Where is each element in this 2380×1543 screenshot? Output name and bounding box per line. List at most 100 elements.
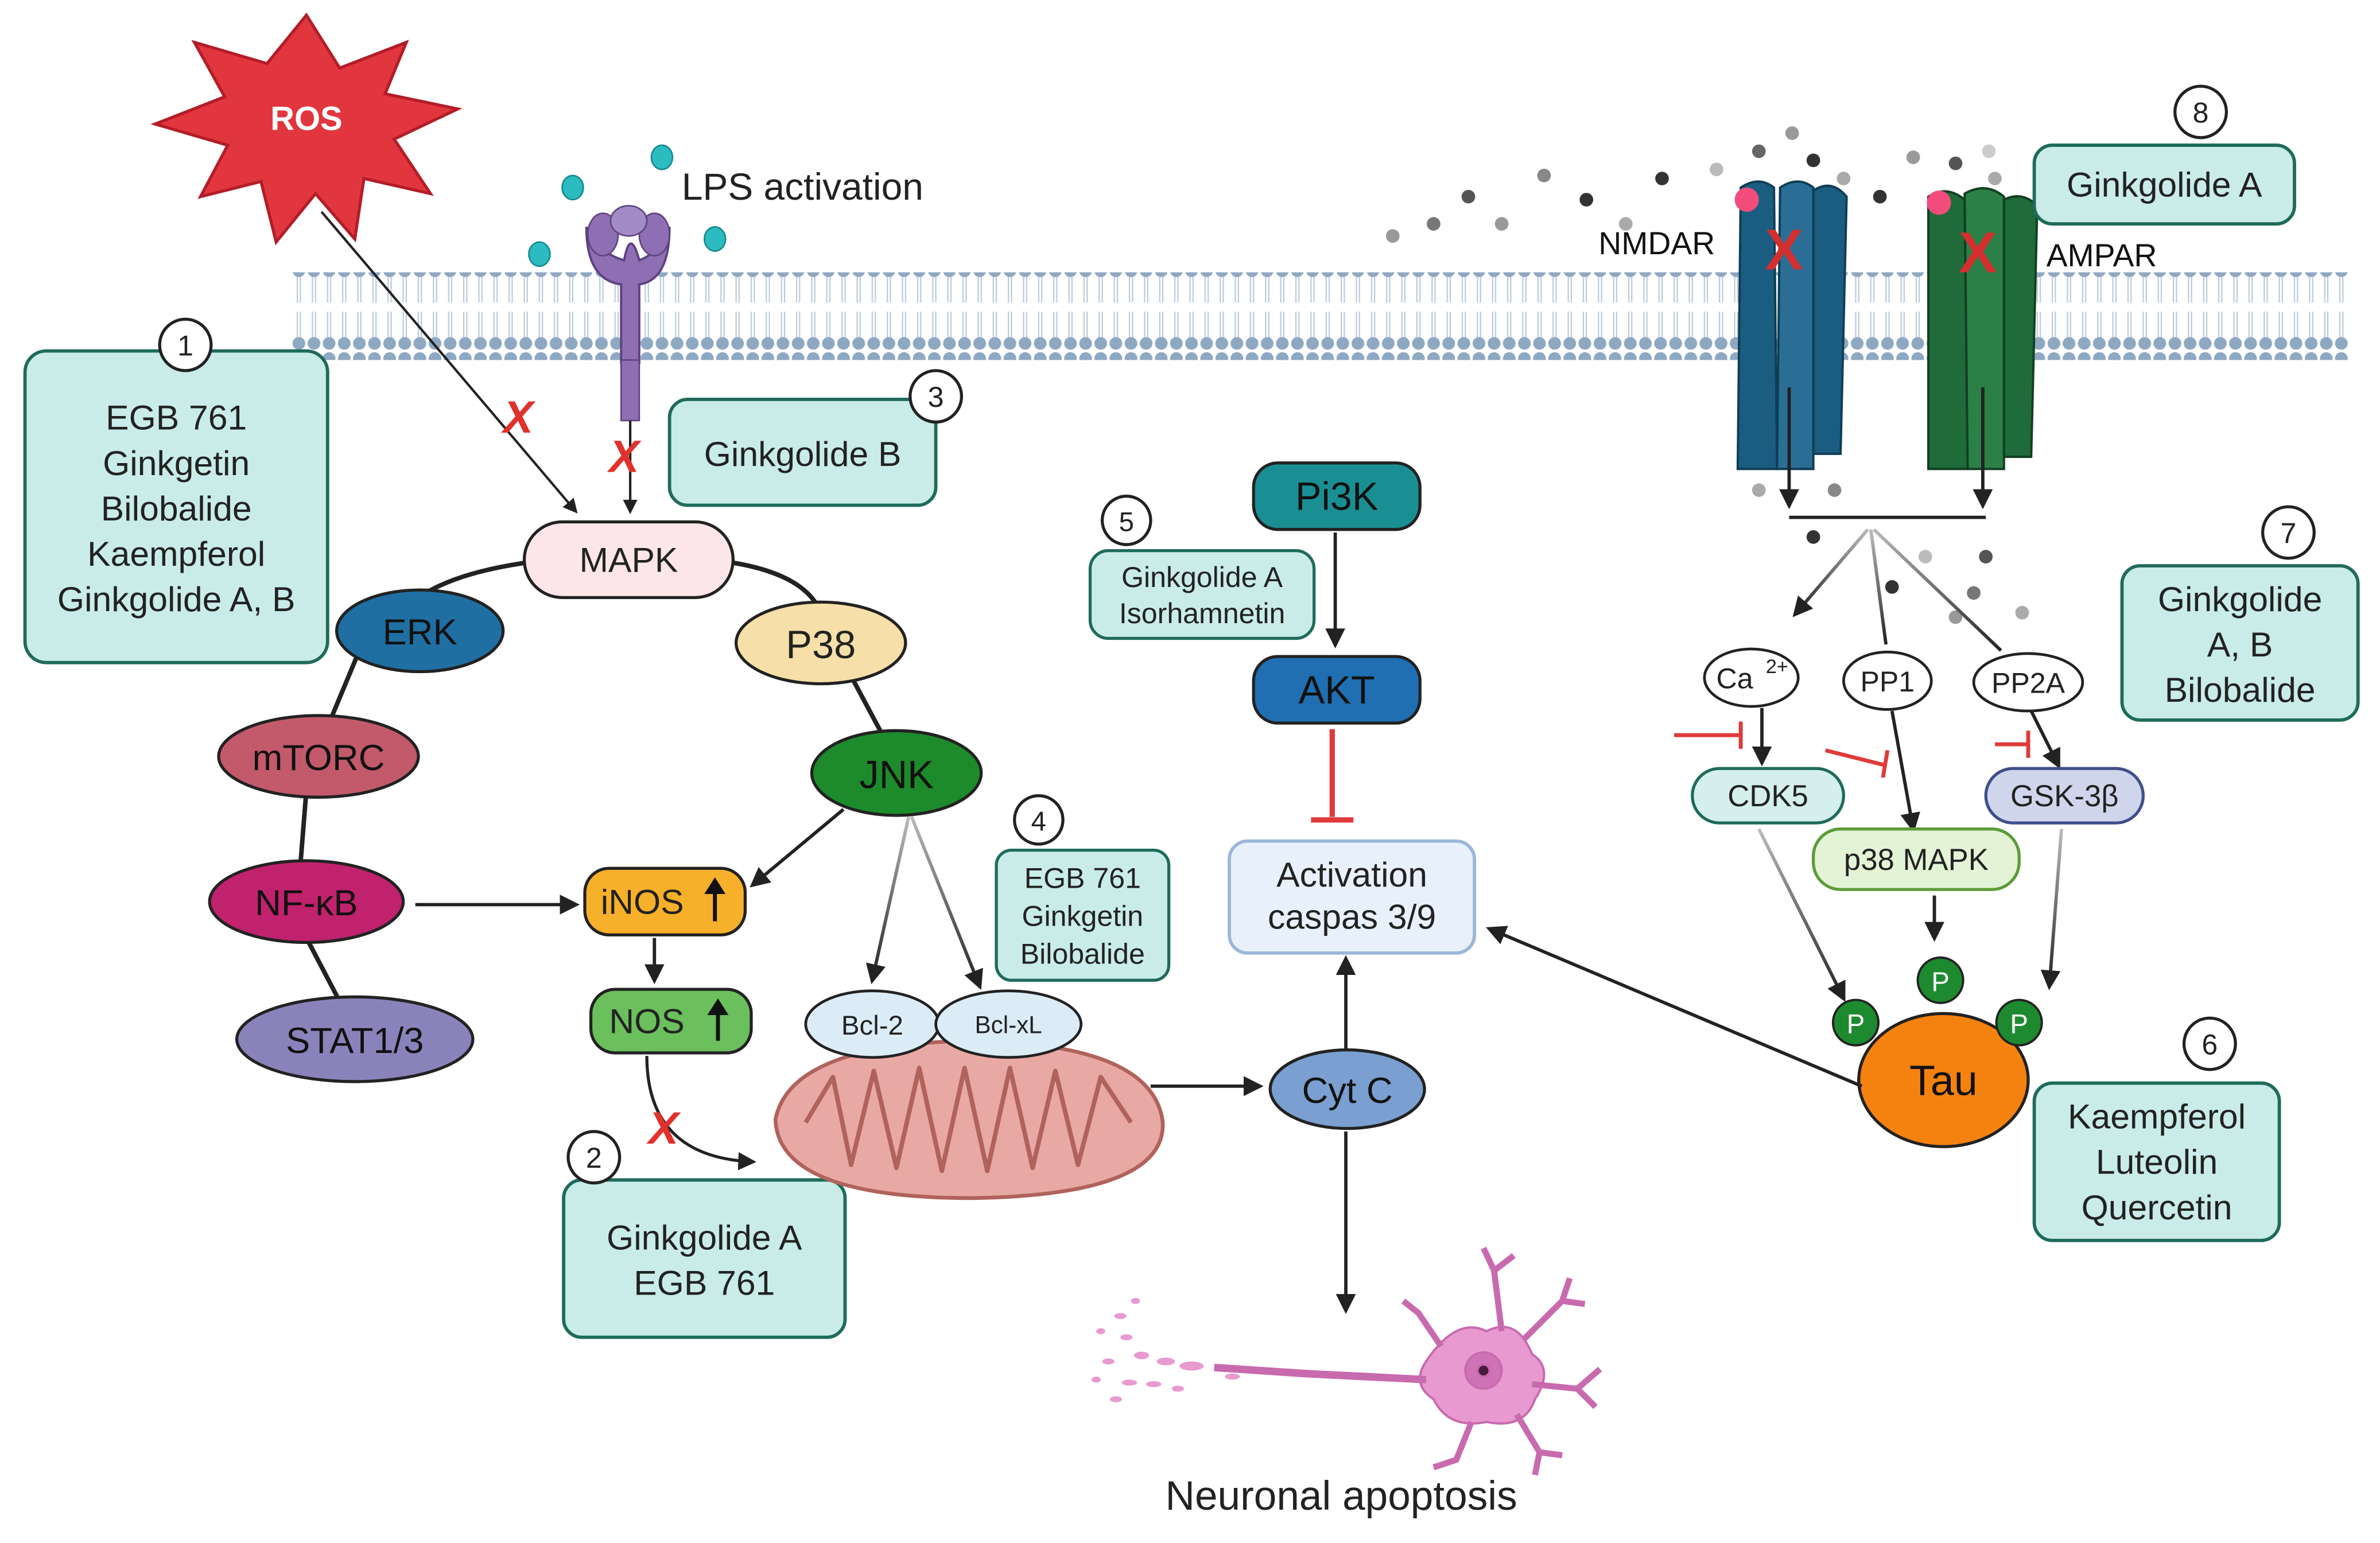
cytc-node: Cyt C — [1268, 1048, 1426, 1130]
ros-x-mark: X — [501, 391, 536, 442]
nfkb-label: NF-κB — [255, 883, 358, 923]
box-2-line-1: Ginkgolide A — [607, 1218, 802, 1257]
gsk-to-tau-arrow — [2040, 829, 2063, 990]
lps-molecules — [528, 144, 727, 267]
box-8: Ginkgolide A 8 — [2032, 84, 2296, 226]
box-2-number: 2 — [586, 1142, 602, 1174]
box-7-number-badge — [2261, 505, 2316, 560]
box-1-line-1: EGB 761 — [106, 398, 247, 437]
pp2a-label: PP2A — [1991, 667, 2065, 699]
pp1-node: PP1 — [1842, 650, 1933, 711]
pi3k-node: Pi3K — [1252, 461, 1422, 531]
bcl2-node: Bcl-2 — [804, 989, 941, 1059]
mapk-label: MAPK — [580, 541, 678, 580]
lps-x-mark: X — [607, 431, 642, 482]
box-4-line-2: Ginkgetin — [1022, 900, 1144, 932]
jnk-to-inos-arrow — [750, 808, 845, 888]
jnk-node: JNK — [810, 729, 983, 817]
box-2-line-2: EGB 761 — [634, 1264, 775, 1303]
box-7-line-2: A, B — [2207, 625, 2273, 664]
caspase-activation-node: Activation caspas 3/9 — [1228, 839, 1477, 955]
box-1-line-4: Kaempferol — [87, 534, 265, 573]
box-3-number-badge — [908, 369, 964, 424]
p38mapk-label: p38 MAPK — [1844, 843, 1989, 877]
phospho-label-top: P — [1931, 967, 1950, 997]
box-5-line-1: Ginkgolide A — [1121, 561, 1283, 593]
caspase-line-1: Activation — [1276, 855, 1427, 894]
receptor-output-lines — [1779, 387, 1993, 519]
gsk-label: GSK-3β — [2010, 779, 2119, 813]
p38-label: P38 — [786, 623, 856, 667]
ampar-ligand-dot — [1927, 191, 1951, 215]
ros-to-mapk-arrow — [320, 211, 578, 514]
ros-star: ROS — [150, 12, 463, 246]
inos-label: iNOS — [601, 882, 684, 921]
nos-up-arrow-icon — [707, 998, 729, 1041]
box-1-line-3: Bilobalide — [101, 489, 252, 528]
tau-label: Tau — [1909, 1057, 1978, 1105]
mtorc-label: mTORC — [253, 738, 385, 778]
pp2a-to-gsk-arrow — [2029, 710, 2060, 769]
signal-branch-arrows — [1792, 528, 2002, 652]
box-7-number: 7 — [2281, 517, 2297, 549]
bclxl-label: Bcl-xL — [975, 1012, 1042, 1039]
cell-membrane — [291, 272, 2349, 360]
box-8-number: 8 — [2193, 97, 2209, 129]
mitochondrion-icon — [773, 1039, 1165, 1200]
nos-to-mitochondria-arrow — [645, 1056, 756, 1171]
nmdar-ligand-dot — [1734, 187, 1759, 212]
box-3-line-1: Ginkgolide B — [704, 434, 902, 473]
box-1-number-badge — [158, 317, 213, 372]
box-4: EGB 761 Ginkgetin Bilobalide 4 — [995, 794, 1171, 982]
pi3k-label: Pi3K — [1295, 474, 1379, 518]
jnk-to-bcl2-arrow — [865, 816, 910, 985]
p38mapk-node: p38 MAPK — [1812, 827, 2021, 891]
tau-node: Tau P P P — [1831, 956, 2043, 1148]
box-8-line-1: Ginkgolide A — [2067, 165, 2262, 204]
box-7-line-3: Bilobalide — [2165, 670, 2316, 709]
neuron-icon — [1092, 1246, 1602, 1476]
calcium-label: Ca — [1717, 663, 1753, 695]
box-7-line-1: Ginkgolide — [2158, 580, 2322, 619]
gsk-node: GSK-3β — [1984, 767, 2145, 825]
pp1-to-p38mapk-arrow — [1890, 710, 1920, 833]
box-4-number: 4 — [1031, 806, 1046, 837]
box-4-number-badge — [1013, 794, 1065, 846]
phospho-badge-right — [1995, 998, 2043, 1047]
erk-node: ERK — [335, 588, 505, 674]
bclxl-node: Bcl-xL — [934, 989, 1083, 1059]
cdk5-label: CDK5 — [1727, 779, 1808, 813]
stat-label: STAT1/3 — [286, 1021, 424, 1061]
ampar-channel-icon: X — [1927, 187, 2039, 471]
inos-node: iNOS — [583, 866, 747, 936]
box-6: Kaempferol Luteolin Quercetin 6 — [2032, 1016, 2281, 1242]
akt-node: AKT — [1252, 655, 1422, 725]
box-6-line-3: Quercetin — [2082, 1188, 2233, 1227]
box-3: Ginkgolide B 3 — [667, 369, 964, 507]
lps-activation-label: LPS activation — [682, 165, 923, 208]
ampar-x-mark: X — [1959, 221, 1997, 285]
pp2a-node: PP2A — [1972, 652, 2084, 713]
calcium-superscript: 2+ — [1766, 656, 1788, 678]
box-4-line-3: Bilobalide — [1020, 938, 1145, 970]
neuronal-apoptosis-label: Neuronal apoptosis — [1166, 1474, 1517, 1519]
erk-label: ERK — [383, 612, 457, 652]
box-7: Ginkgolide A, B Bilobalide 7 — [2120, 505, 2360, 722]
jnk-label: JNK — [859, 752, 933, 796]
nos-x-mark: X — [646, 1102, 681, 1153]
box-5: Ginkgolide A Isorhamnetin 5 — [1088, 495, 1316, 640]
ampar-label: AMPAR — [2047, 238, 2157, 273]
box-6-number-badge — [2182, 1016, 2237, 1071]
box-2: Ginkgolide A EGB 761 2 — [562, 1130, 847, 1339]
inhibition-marks — [1674, 721, 2030, 778]
nfkb-node: NF-κB — [208, 859, 405, 945]
nmdar-channel-icon: X — [1734, 180, 1848, 471]
mapk-node: MAPK — [522, 520, 735, 599]
box-8-number-badge — [2173, 84, 2228, 139]
nmdar-label: NMDAR — [1598, 226, 1715, 261]
cytc-label: Cyt C — [1302, 1071, 1393, 1111]
phospho-badge-left — [1831, 998, 1880, 1047]
box-6-line-2: Luteolin — [2096, 1142, 2218, 1181]
pp1-label: PP1 — [1860, 666, 1915, 698]
